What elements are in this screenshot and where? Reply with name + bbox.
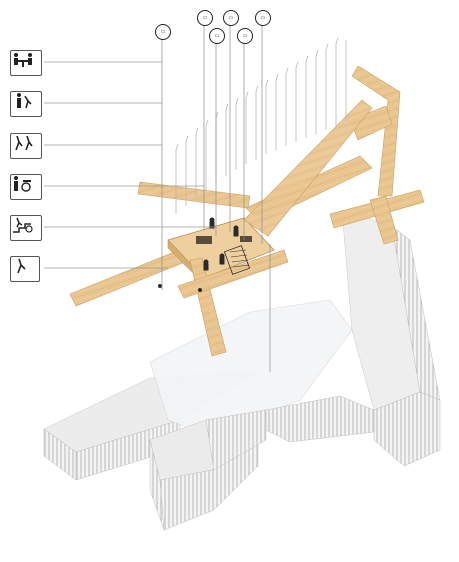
louver-array <box>175 37 347 214</box>
bubble-5-icon: ▭ <box>237 28 253 44</box>
base-central-core <box>149 299 353 437</box>
base-right-foot <box>373 391 441 467</box>
meeting-table-icon <box>10 50 42 76</box>
table-block <box>196 236 212 244</box>
person-with-wheelchair-table-icon <box>10 174 42 200</box>
platform-activity <box>158 217 252 292</box>
figure-4 <box>203 259 209 265</box>
timber-rising-slab <box>243 99 373 237</box>
callout-leaders <box>161 22 271 372</box>
base-front-wing-front <box>159 435 259 531</box>
figure-1 <box>209 217 215 223</box>
timber-structure <box>69 65 425 357</box>
timber-brace-right <box>369 195 399 245</box>
bubble-3-icon: ▭ <box>209 28 225 44</box>
figure-2 <box>233 225 239 231</box>
two-people-walking-icon <box>10 133 42 159</box>
legend-leaders <box>44 61 216 269</box>
base-front-wing-stair <box>205 409 267 471</box>
accessible-person-icon <box>10 256 40 282</box>
person-on-stairs-icon <box>10 215 42 241</box>
table-block-2 <box>240 236 252 242</box>
concrete-base <box>43 209 441 531</box>
figure-3 <box>219 253 225 259</box>
stair-flight <box>223 245 251 275</box>
bubble-2-icon: ▭ <box>197 10 213 26</box>
bubble-6-icon: ▭ <box>255 10 271 26</box>
timber-loop-top-right <box>351 65 401 197</box>
bubble-4-icon: ▭ <box>223 10 239 26</box>
person-standing-with-walker-icon <box>10 91 42 117</box>
bubble-1-icon: ▭ <box>155 24 171 40</box>
timber-loop-right-arm <box>349 105 393 141</box>
